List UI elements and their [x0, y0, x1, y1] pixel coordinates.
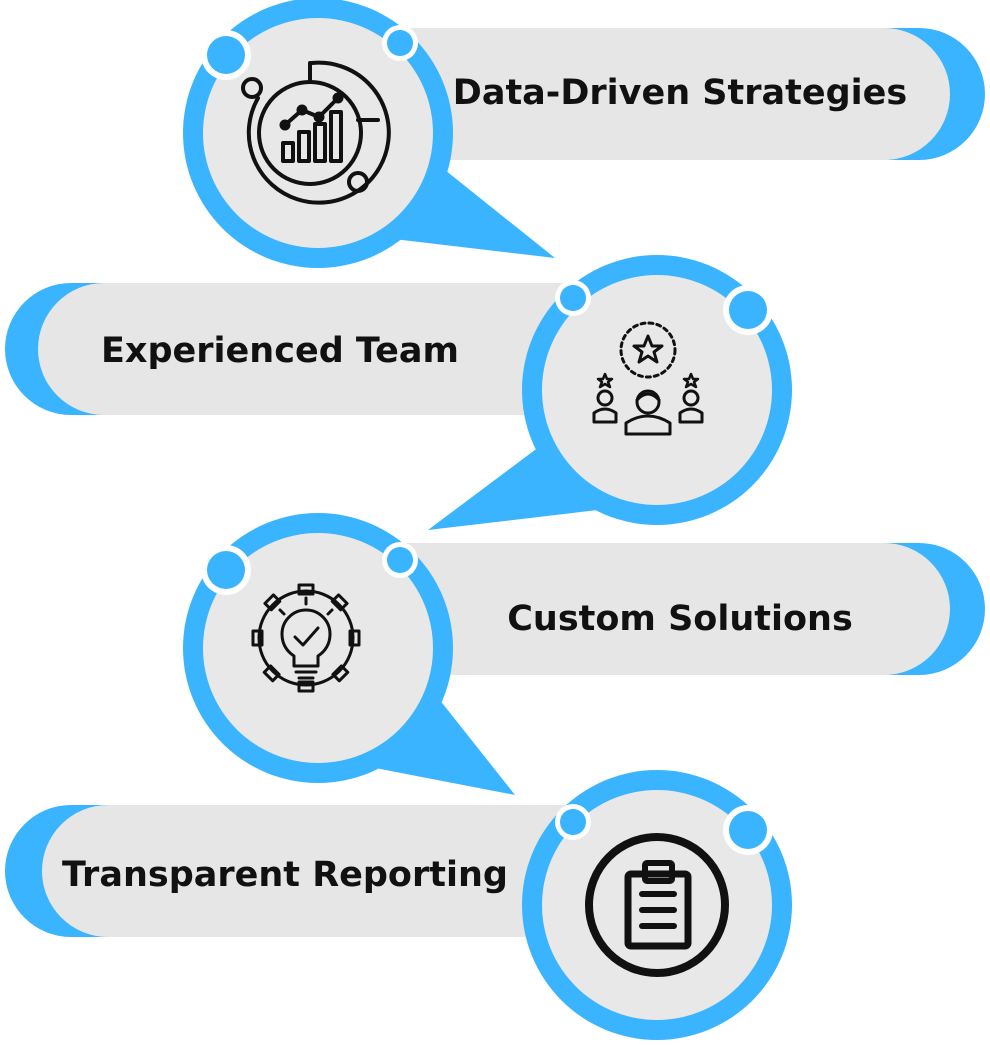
- feature-item-custom-solutions: Custom Solutions: [183, 513, 985, 795]
- pill-background: [345, 543, 950, 675]
- feature-label: Data-Driven Strategies: [453, 73, 907, 113]
- pill-background: [345, 28, 950, 160]
- circle-inner: [542, 790, 772, 1020]
- feature-item-data-driven-strategies: Data-Driven Strategies: [183, 0, 985, 268]
- feature-item-experienced-team: Experienced Team: [5, 255, 792, 530]
- feature-label: Experienced Team: [101, 331, 459, 371]
- feature-label: Custom Solutions: [507, 599, 853, 639]
- clipboard-icon: [585, 833, 729, 977]
- feature-label: Transparent Reporting: [62, 855, 508, 895]
- pill-background: [42, 805, 645, 937]
- feature-item-transparent-reporting: Transparent Reporting: [5, 770, 792, 1040]
- pill-background: [38, 283, 645, 415]
- team-star-icon: [592, 321, 704, 436]
- circle-inner: [542, 275, 772, 505]
- speech-tail: [360, 675, 515, 795]
- circle-inner: [203, 18, 433, 248]
- gear-lightbulb-icon: [251, 583, 361, 693]
- analytics-chart-icon: [241, 60, 391, 205]
- circle-inner: [203, 533, 433, 763]
